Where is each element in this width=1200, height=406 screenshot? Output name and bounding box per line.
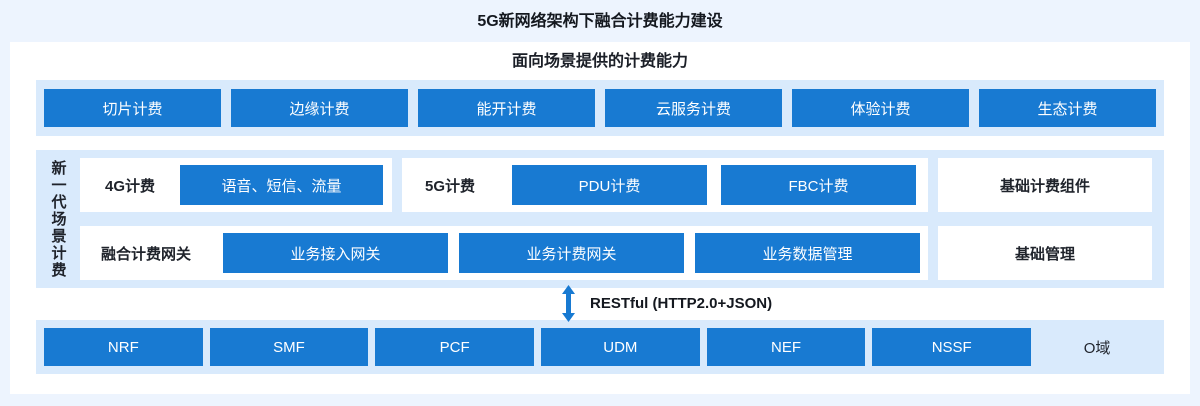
- label-5g-billing: 5G计费: [424, 177, 475, 195]
- double-vertical-arrow-icon: [562, 285, 575, 322]
- scenario-grid: 4G计费 语音、短信、流量 5G计费 PDU计费 FBC计费 基础计费组件 融合…: [80, 158, 1152, 280]
- panel-4g-billing: 4G计费 语音、短信、流量: [80, 158, 392, 212]
- block-nef: NEF: [706, 328, 866, 366]
- scenario-billing-band: 新一代场景计费 4G计费 语音、短信、流量 5G计费 PDU计费 FBC计费 基…: [36, 150, 1164, 288]
- capability-block-slice: 切片计费: [44, 89, 221, 127]
- capability-block-cloud: 云服务计费: [605, 89, 782, 127]
- page-title: 5G新网络架构下融合计费能力建设: [477, 13, 723, 30]
- label-converged-billing-gateway: 融合计费网关: [100, 245, 191, 263]
- interface-zone: RESTful (HTTP2.0+JSON): [10, 285, 1190, 322]
- block-nssf: NSSF: [872, 328, 1032, 366]
- block-smf: SMF: [209, 328, 369, 366]
- block-pcf: PCF: [375, 328, 535, 366]
- block-udm: UDM: [541, 328, 700, 366]
- label-basic-billing-components: 基础计费组件: [999, 177, 1090, 195]
- scenario-row-gateway: 融合计费网关 业务接入网关 业务计费网关 业务数据管理 基础管理: [80, 226, 1152, 280]
- panel-basic-management: 基础管理: [938, 226, 1152, 280]
- label-4g-billing: 4G计费: [104, 177, 155, 195]
- network-functions-band: NRF SMF PCF UDM NEF NSSF O域: [36, 320, 1164, 374]
- block-service-access-gateway: 业务接入网关: [223, 233, 448, 273]
- block-service-billing-gateway: 业务计费网关: [459, 233, 684, 273]
- label-o-domain: O域: [1083, 339, 1111, 357]
- architecture-diagram: 面向场景提供的计费能力 切片计费 边缘计费 能开计费 云服务计费 体验计费 生态…: [10, 42, 1190, 394]
- block-pdu-billing: PDU计费: [512, 165, 707, 205]
- capability-block-ecosystem: 生态计费: [979, 89, 1156, 127]
- capability-block-experience: 体验计费: [792, 89, 969, 127]
- block-fbc-billing: FBC计费: [721, 165, 916, 205]
- block-nrf: NRF: [44, 328, 203, 366]
- scenario-vertical-label: 新一代场景计费: [49, 159, 67, 279]
- panel-5g-billing: 5G计费 PDU计费 FBC计费: [402, 158, 928, 212]
- interface-protocol-label: RESTful (HTTP2.0+JSON): [590, 295, 773, 312]
- capability-block-openness: 能开计费: [418, 89, 595, 127]
- label-basic-management: 基础管理: [1014, 245, 1075, 263]
- block-voice-sms-data: 语音、短信、流量: [180, 165, 383, 205]
- capability-block-edge: 边缘计费: [231, 89, 408, 127]
- capabilities-band: 切片计费 边缘计费 能开计费 云服务计费 体验计费 生态计费: [36, 80, 1164, 136]
- capabilities-title: 面向场景提供的计费能力: [511, 53, 688, 70]
- panel-converged-billing-gateway: 融合计费网关 业务接入网关 业务计费网关 业务数据管理: [80, 226, 928, 280]
- scenario-row-billing: 4G计费 语音、短信、流量 5G计费 PDU计费 FBC计费 基础计费组件: [80, 158, 1152, 212]
- panel-basic-billing-components: 基础计费组件: [938, 158, 1152, 212]
- block-service-data-management: 业务数据管理: [695, 233, 920, 273]
